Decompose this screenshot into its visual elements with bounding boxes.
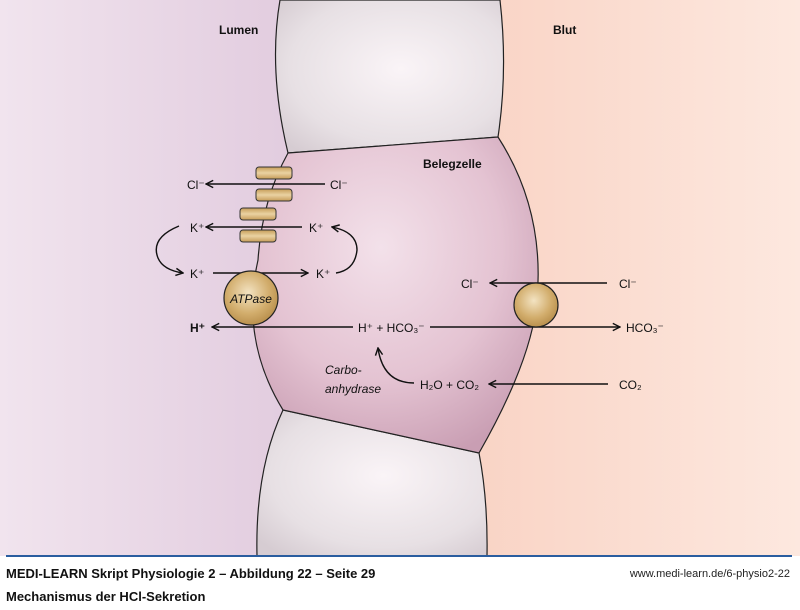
hco3-blood-label: HCO₃⁻: [626, 321, 664, 335]
k-cell-bottom-label: K⁺: [316, 267, 330, 281]
k-channel-bottom: [239, 229, 277, 243]
enzyme-label-line2: anhydrase: [325, 382, 381, 396]
h-lumen-label: H⁺: [190, 321, 205, 335]
cl-lumen-label: Cl⁻: [187, 178, 205, 192]
cl-channel-bottom: [255, 188, 293, 202]
cl-cell-apical-label: Cl⁻: [330, 178, 348, 192]
caption-url: www.medi-learn.de/6-physio2-22: [629, 568, 790, 580]
atpase-pump: [223, 270, 279, 326]
neighbor-cell-bottom: [256, 409, 488, 556]
carbonic-anhydrase-arrow: [378, 348, 415, 384]
neighbor-cell-top: [274, 0, 505, 154]
k-channel-top: [239, 207, 277, 221]
caption-subtitle: Mechanismus der HCl-Sekretion: [6, 589, 206, 604]
lumen-label: Lumen: [219, 23, 258, 37]
enzyme-label-line1: Carbo-: [325, 363, 362, 377]
cl-hco3-exchanger: [513, 282, 559, 328]
k-recycle-left-arrow: [155, 225, 183, 273]
h2o-co2-label: H₂O + CO₂: [420, 378, 479, 392]
cl-blood-label: Cl⁻: [619, 277, 637, 291]
blood-label: Blut: [553, 23, 576, 37]
cl-channel-top: [255, 166, 293, 180]
h-hco3-label: H⁺ + HCO₃⁻: [358, 321, 425, 335]
caption-title: MEDI-LEARN Skript Physiologie 2 – Abbild…: [6, 566, 376, 581]
caption-divider: [6, 555, 792, 557]
co2-blood-label: CO₂: [619, 378, 642, 392]
k-lumen-bottom-label: K⁺: [190, 267, 204, 281]
cell-label: Belegzelle: [423, 157, 482, 171]
k-lumen-top-label: K⁺: [190, 221, 204, 235]
atpase-label: ATPase: [229, 292, 272, 306]
cl-cell-basolateral-label: Cl⁻: [461, 277, 479, 291]
k-cell-top-label: K⁺: [309, 221, 323, 235]
k-recycle-right-arrow: [332, 227, 358, 274]
hcl-secretion-diagram: Lumen Blut Belegzelle Cl⁻ Cl⁻ K⁺ K⁺ K⁺ K…: [0, 0, 800, 556]
